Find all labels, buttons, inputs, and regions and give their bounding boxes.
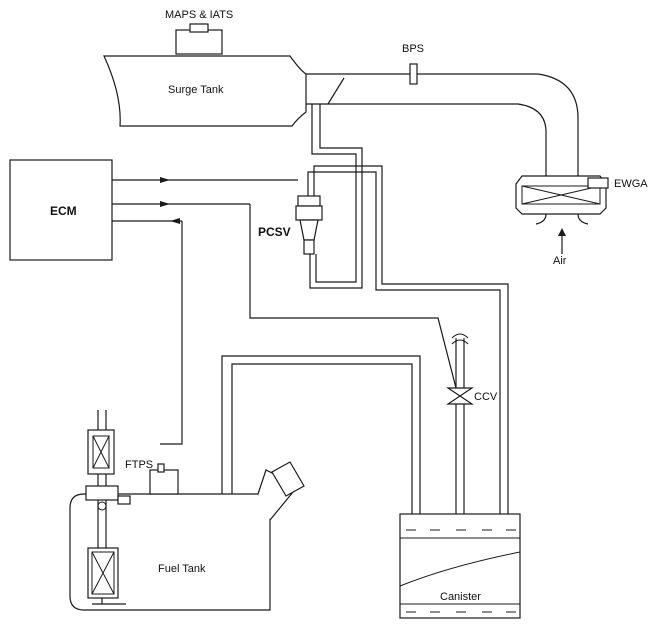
throttle-valve	[327, 77, 345, 105]
surge-tank: Surge Tank	[103, 23, 307, 127]
canister	[399, 513, 521, 619]
intake-pipe	[306, 73, 579, 176]
maps-iats-connector	[189, 23, 209, 33]
purge-lines	[307, 104, 509, 514]
ftps-label: FTPS	[125, 459, 153, 471]
air-cleaner	[515, 175, 609, 225]
pcsv-valve	[295, 195, 323, 255]
ccv-valve	[446, 333, 474, 514]
maps-iats-label: MAPS & IATS	[165, 9, 233, 21]
fuel-tank	[69, 461, 305, 611]
ewga-label: EWGA	[614, 178, 648, 190]
air-inlet-arrow	[558, 228, 566, 254]
ftps-sensor	[149, 463, 179, 495]
ccv-label: CCV	[474, 391, 498, 403]
fuel-tank-label: Fuel Tank	[158, 563, 206, 575]
pcsv-label: PCSV	[258, 225, 291, 239]
ecm-box	[9, 159, 113, 261]
fuel-pump-module	[85, 410, 131, 605]
ecm-label: ECM	[50, 204, 77, 218]
vapor-line	[221, 355, 421, 514]
ecm-signal-lines	[112, 177, 457, 445]
surge-tank-label: Surge Tank	[168, 84, 224, 96]
air-label: Air	[553, 255, 567, 267]
bps-sensor	[409, 63, 418, 85]
maps-iats-sensor	[175, 29, 223, 55]
bps-label: BPS	[402, 43, 424, 55]
ewga-actuator	[587, 177, 609, 189]
canister-label: Canister	[440, 591, 481, 603]
